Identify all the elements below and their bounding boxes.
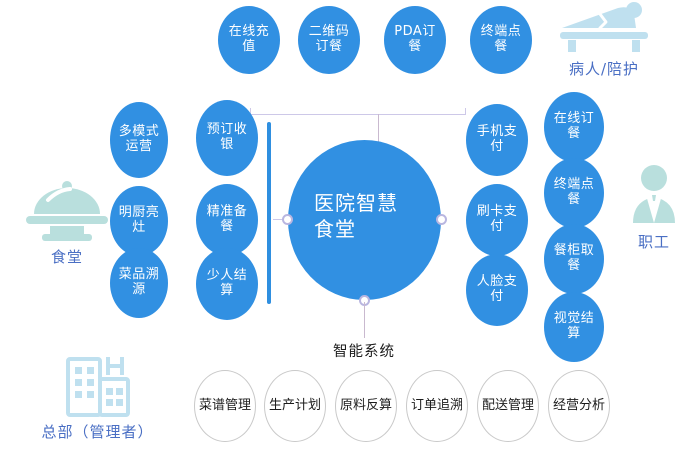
actor-canteen: 食堂 [12, 180, 122, 267]
bubble-label: 少人结算 [206, 268, 248, 298]
bottom-stem [364, 302, 365, 338]
hospital-building-icon [65, 357, 130, 417]
hub-title-line1: 医院智慧 [314, 191, 398, 215]
bubble-left-outer-3[interactable]: 菜品溯源 [110, 248, 168, 318]
bubble-label: 人脸支付 [476, 274, 518, 304]
outline-circle-label: 原料反算 [339, 398, 392, 414]
bubble-label: 手机支付 [476, 124, 518, 154]
center-hub[interactable]: 医院智慧 食堂 [282, 140, 447, 306]
outline-circle-3[interactable]: 原料反算 [335, 370, 397, 442]
outline-circle-1[interactable]: 菜谱管理 [194, 370, 256, 442]
bubble-label: 餐柜取餐 [553, 243, 595, 273]
bubble-label: PDA订餐 [394, 24, 436, 54]
bubble-label: 明厨亮灶 [118, 205, 160, 235]
bubble-right-outer-3[interactable]: 餐柜取餐 [544, 224, 604, 294]
actor-patient: 病人/陪护 [534, 2, 674, 79]
left-group-bar [267, 122, 271, 304]
outline-circle-5[interactable]: 配送管理 [477, 370, 539, 442]
cloche-icon [26, 181, 108, 241]
outline-circle-4[interactable]: 订单追溯 [406, 370, 468, 442]
bubble-right-inner-3[interactable]: 人脸支付 [466, 254, 528, 326]
bubble-label: 在线充值 [228, 24, 270, 54]
bubble-label: 二维码订餐 [308, 24, 350, 54]
bubble-label: 菜品溯源 [118, 267, 160, 297]
bubble-right-outer-4[interactable]: 视觉结算 [544, 292, 604, 362]
bubble-top-1[interactable]: 在线充值 [218, 6, 280, 74]
bubble-label: 预订收银 [206, 122, 248, 152]
top-bracket-horizontal [250, 114, 466, 115]
bubble-right-outer-2[interactable]: 终端点餐 [544, 158, 604, 228]
bubble-right-inner-2[interactable]: 刷卡支付 [466, 184, 528, 256]
top-bracket-right-tick [465, 108, 466, 115]
outline-circle-label: 生产计划 [268, 398, 321, 414]
outline-circle-6[interactable]: 经营分析 [548, 370, 610, 442]
top-bracket-stem [378, 114, 379, 143]
bubble-right-outer-1[interactable]: 在线订餐 [544, 92, 604, 162]
bubble-top-2[interactable]: 二维码订餐 [298, 6, 360, 74]
outline-circle-label: 配送管理 [481, 398, 534, 414]
top-bracket-left-tick [250, 108, 251, 115]
hub-connector-dot-right [436, 214, 447, 225]
bubble-left-outer-1[interactable]: 多模式运营 [110, 102, 168, 178]
bubble-left-inner-3[interactable]: 少人结算 [196, 248, 258, 320]
actor-label: 病人/陪护 [568, 60, 640, 78]
bubble-top-3[interactable]: PDA订餐 [384, 6, 446, 74]
bubble-label: 刷卡支付 [476, 204, 518, 234]
left-bar-to-hub-tick [273, 219, 287, 220]
bubble-label: 多模式运营 [118, 124, 160, 154]
outline-circle-label: 经营分析 [552, 398, 605, 414]
bubble-left-inner-2[interactable]: 精准备餐 [196, 184, 258, 256]
bubble-label: 终端点餐 [553, 177, 595, 207]
bottom-caption: 智能系统 [333, 344, 395, 360]
actor-staff: 职工 [614, 165, 694, 252]
bubble-right-inner-1[interactable]: 手机支付 [466, 104, 528, 176]
bubble-left-outer-2[interactable]: 明厨亮灶 [110, 186, 168, 256]
outline-circle-label: 订单追溯 [410, 398, 463, 414]
outline-circle-2[interactable]: 生产计划 [264, 370, 326, 442]
bubble-label: 精准备餐 [206, 204, 248, 234]
hub-connector-dot-left [282, 214, 293, 225]
bubble-top-4[interactable]: 终端点餐 [470, 6, 532, 74]
hospital-bed-icon [560, 2, 648, 52]
actor-label: 职工 [637, 233, 670, 251]
actor-label: 总部（管理者） [41, 423, 154, 441]
actor-label: 食堂 [50, 248, 83, 266]
actor-hq: 总部（管理者） [10, 355, 185, 442]
hub-title: 医院智慧 食堂 [314, 190, 414, 243]
bubble-label: 终端点餐 [480, 24, 522, 54]
bubble-label: 在线订餐 [553, 111, 595, 141]
outline-circle-label: 菜谱管理 [198, 398, 251, 414]
bubble-left-inner-1[interactable]: 预订收银 [196, 100, 258, 176]
person-suit-icon [633, 165, 675, 223]
hub-title-line2: 食堂 [314, 217, 356, 242]
bubble-label: 视觉结算 [553, 311, 595, 341]
